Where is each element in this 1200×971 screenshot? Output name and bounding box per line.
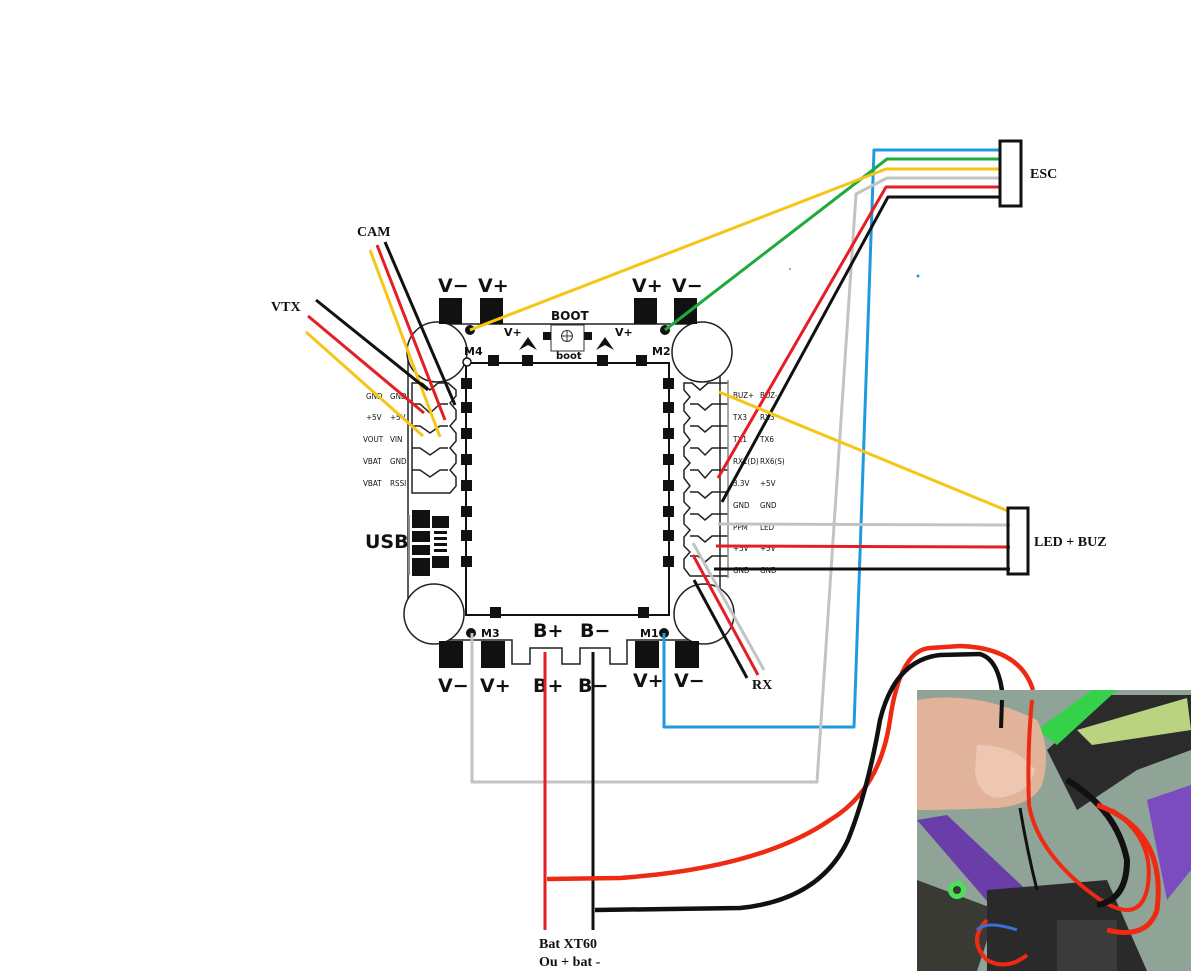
rx-wire-red (691, 554, 760, 676)
cam-wire-black (383, 241, 457, 406)
svg-text:PPM: PPM (733, 523, 748, 532)
inner-pads-left (461, 378, 472, 567)
inner-pads-bottom (490, 607, 649, 618)
arrow-left-icon (519, 337, 537, 350)
usb-connector (408, 510, 449, 576)
svg-text:BUZ-: BUZ- (760, 391, 778, 400)
cam-wire-red (375, 244, 447, 421)
left-pin-labels: GND GND +5V +5V VOUT VIN VBAT GND VBAT R… (363, 392, 407, 488)
rx-wire-black (692, 579, 749, 679)
inner-pads-right (663, 378, 674, 567)
rx-wire-grey (691, 542, 766, 671)
svg-text:LED: LED (760, 523, 775, 532)
cam-label: CAM (357, 225, 390, 240)
bottom-pad-label-2: V+ (480, 675, 511, 697)
top-pad-label-3: V+ (632, 275, 663, 297)
svg-text:VBAT: VBAT (363, 479, 382, 488)
left-pin-header (411, 382, 457, 494)
bottom-pad-label-5: V+ (633, 670, 664, 692)
svg-text:VBAT: VBAT (363, 457, 382, 466)
vtx-wire-yellow (305, 330, 424, 438)
top-pad-label-2: V+ (478, 275, 509, 297)
svg-text:TX3: TX3 (732, 413, 747, 422)
cam-wire-yellow (368, 249, 442, 438)
esc-wire-grey (470, 176, 1000, 784)
bottom-power-pads (439, 641, 699, 668)
fc-inner-square (465, 362, 670, 616)
svg-text:GND: GND (390, 392, 407, 401)
esc-wire-green (664, 157, 1000, 332)
led-buz-wire-yellow (718, 390, 1009, 513)
stray-dot (916, 274, 920, 278)
svg-text:+5V: +5V (733, 544, 749, 553)
svg-text:+5V: +5V (760, 544, 776, 553)
drone-photo-inset (917, 690, 1191, 971)
inner-vplus-right: V+ (615, 326, 633, 339)
svg-text:RX1(D): RX1(D) (733, 457, 759, 466)
m3-label: M3 (481, 627, 500, 640)
svg-text:+5V: +5V (366, 413, 382, 422)
usb-label: USB (365, 531, 409, 553)
vtx-label: VTX (271, 300, 301, 315)
m2-label: M2 (652, 345, 671, 358)
bottom-pad-label-1: V− (438, 675, 469, 697)
wires (305, 148, 1036, 930)
esc-wire-yellow (469, 167, 1000, 332)
esc-connector (998, 139, 1023, 208)
bottom-pad-label-6: V− (674, 670, 705, 692)
svg-text:BUZ+: BUZ+ (733, 391, 754, 400)
vtx-wire-black (315, 298, 429, 392)
mount-hole-top-right (671, 321, 733, 383)
mount-hole-bottom-left (403, 583, 465, 645)
inner-bminus-label: B− (580, 620, 610, 642)
inner-bplus-label: B+ (533, 620, 563, 642)
esc-wire-blue (662, 148, 1000, 729)
svg-text:GND: GND (366, 392, 383, 401)
top-pad-label-4: V− (672, 275, 703, 297)
m4-via (462, 357, 472, 367)
svg-text:+5V: +5V (390, 413, 406, 422)
esc-label: ESC (1030, 167, 1057, 182)
rx-label: RX (752, 678, 772, 693)
inner-vplus-left: V+ (504, 326, 522, 339)
bottom-pad-label-3: B+ (533, 675, 563, 697)
led-buz-wire-grey (717, 522, 1011, 527)
boot-small-label: boot (556, 351, 582, 362)
svg-text:VIN: VIN (390, 435, 402, 444)
m1-label: M1 (640, 627, 659, 640)
svg-text:VOUT: VOUT (363, 435, 384, 444)
led-buz-wire-red (715, 544, 1011, 549)
boot-label: BOOT (551, 309, 590, 323)
battery-label-line2: Ou + bat - (539, 955, 601, 970)
svg-text:GND: GND (760, 501, 777, 510)
battery-label-line1: Bat XT60 (539, 937, 597, 952)
svg-text:TX6: TX6 (759, 435, 774, 444)
stray-dot (789, 268, 791, 270)
led-buz-label: LED + BUZ (1034, 535, 1107, 550)
svg-text:GND: GND (733, 501, 750, 510)
svg-text:3.3V: 3.3V (733, 479, 749, 488)
inner-pads-top (488, 355, 647, 366)
svg-text:+5V: +5V (760, 479, 776, 488)
m4-label: M4 (464, 345, 483, 358)
svg-text:RX6(S): RX6(S) (760, 457, 785, 466)
svg-text:GND: GND (390, 457, 407, 466)
esc-wire-red (716, 185, 1000, 479)
svg-text:RSSI: RSSI (390, 479, 406, 488)
flight-controller-board: BOOT boot USB V− V+ V+ V− V− V+ B+ B− V+… (363, 275, 785, 697)
battery-lead-black (594, 651, 1006, 913)
arrow-right-icon (596, 337, 614, 350)
battery-lead-red (546, 643, 1036, 882)
led-buz-connector (1006, 506, 1030, 576)
vtx-wire-red (307, 314, 425, 415)
top-pad-label-1: V− (438, 275, 469, 297)
esc-wire-black (720, 195, 1000, 503)
